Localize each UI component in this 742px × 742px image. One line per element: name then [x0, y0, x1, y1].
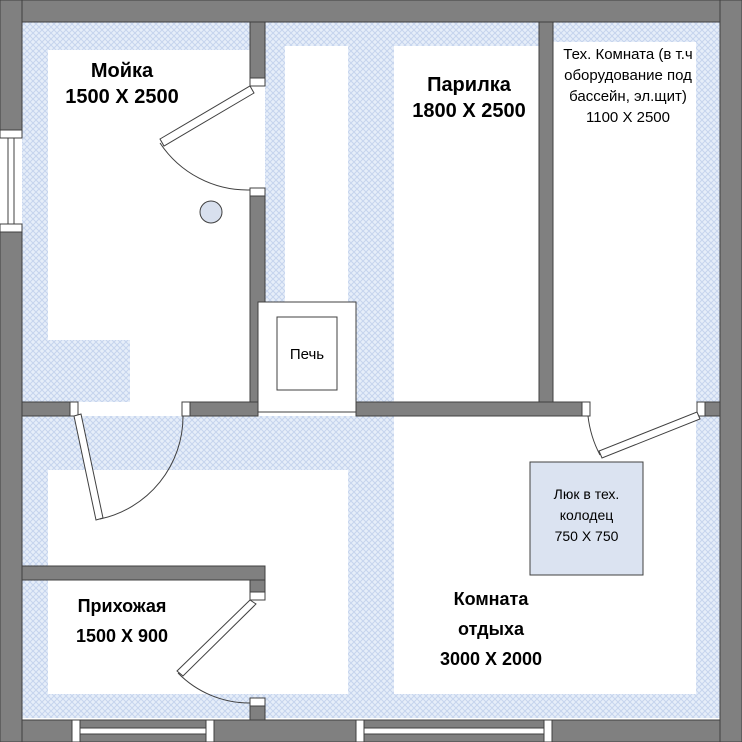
room-tech-line1: Тех. Комната (в т.ч	[563, 46, 693, 63]
hatch-box	[529, 461, 644, 576]
door-moika	[159, 85, 255, 191]
room-tech-line2: оборудование под	[564, 67, 692, 84]
room-parilka-name: Парилка	[427, 74, 511, 96]
door-hallway	[73, 413, 184, 521]
bottom-window-right	[355, 719, 553, 742]
room-parilka-size: 1800 Х 2500	[412, 100, 526, 122]
floor-drain	[199, 200, 223, 224]
hatch-line1: Люк в тех.	[553, 486, 620, 502]
left-window	[0, 129, 23, 233]
room-komnata-line1: Комната	[453, 589, 529, 609]
room-prikhozhaya-size: 1500 Х 900	[75, 626, 169, 646]
room-moika-name: Мойка	[90, 60, 154, 82]
door-prikhozhaya	[176, 599, 257, 704]
room-komnata-label: Комната отдыха 3000 Х 2000	[416, 584, 566, 674]
room-komnata-line2: отдыха	[458, 619, 524, 639]
room-parilka-label: Парилка 1800 Х 2500	[400, 72, 538, 124]
room-prikhozhaya-label: Прихожая 1500 Х 900	[56, 591, 188, 651]
room-moika-size: 1500 Х 2500	[65, 86, 179, 108]
room-tech-line3: бассейн, эл.щит)	[569, 88, 687, 105]
room-tech-size: 1100 Х 2500	[586, 109, 670, 126]
room-komnata-size: 3000 Х 2000	[439, 649, 543, 669]
hatch-label: Люк в тех. колодец 750 Х 750	[530, 484, 643, 547]
stove	[257, 301, 357, 413]
room-prikhozhaya-name: Прихожая	[77, 596, 167, 616]
door-tech	[587, 411, 701, 459]
room-moika-label: Мойка 1500 Х 2500	[56, 58, 188, 110]
stove-label-text: Печь	[289, 346, 325, 363]
stove-label: Печь	[277, 340, 337, 370]
bottom-window-left	[71, 719, 215, 742]
hatch-line2: колодец	[559, 507, 614, 523]
hatch-size: 750 Х 750	[554, 528, 619, 544]
door-jambs	[69, 77, 706, 707]
room-tech-label: Тех. Комната (в т.ч оборудование под бас…	[553, 44, 703, 128]
